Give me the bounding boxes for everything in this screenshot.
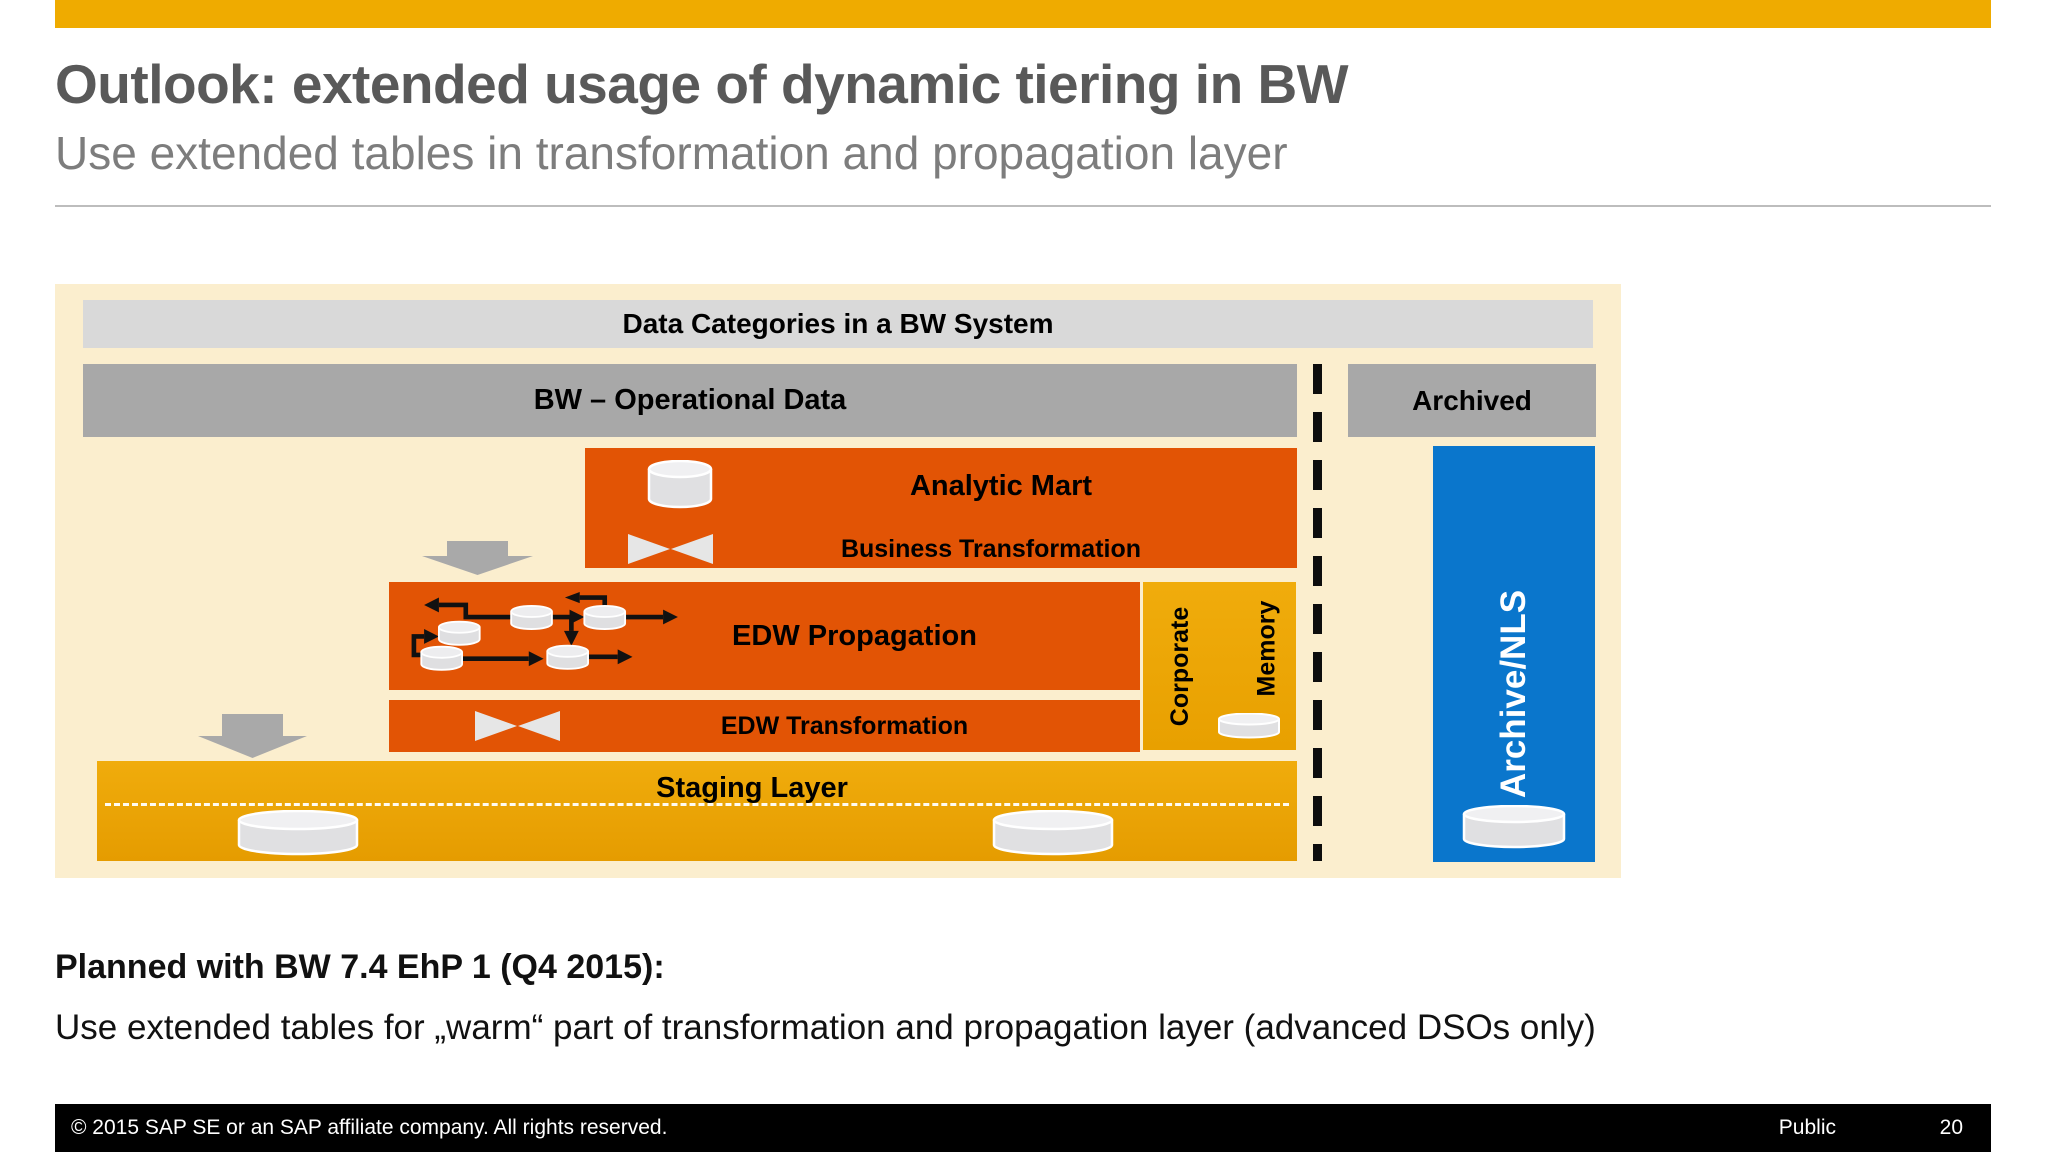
archived-label: Archived	[1412, 384, 1532, 416]
transformation-bowtie-icon	[475, 711, 560, 741]
footer-bar: © 2015 SAP SE or an SAP affiliate compan…	[55, 1104, 1991, 1152]
archived-bar: Archived	[1348, 364, 1596, 437]
slide-subtitle: Use extended tables in transformation an…	[55, 127, 1288, 179]
corporate-label: Corporate	[1166, 606, 1195, 726]
corporate-label-wrap: Corporate	[1157, 582, 1205, 750]
business-transformation-label: Business Transformation	[840, 534, 1142, 563]
database-cylinder-icon	[1218, 713, 1280, 739]
database-cylinder-icon	[237, 810, 359, 856]
staging-layer-bar: Staging Layer	[97, 761, 1297, 861]
down-arrow-icon	[422, 541, 533, 575]
footer-classification: Public	[1778, 1116, 1836, 1139]
footer-page-number: 20	[1939, 1116, 1963, 1139]
archive-nls-label-wrap: Archive/NLS	[1433, 446, 1595, 862]
online-archive-divider-dashed-line	[1313, 364, 1322, 861]
database-cylinder-icon	[992, 810, 1114, 856]
edw-propagation-box: EDW Propagation	[389, 582, 1140, 690]
corporate-memory-box: Corporate Memory	[1143, 582, 1296, 750]
operational-data-label: BW – Operational Data	[533, 384, 847, 416]
analytic-mart-box: Analytic Mart Business Transformation	[585, 448, 1297, 568]
archive-nls-label: Archive/NLS	[1494, 589, 1533, 799]
edw-transformation-box: EDW Transformation	[389, 700, 1140, 752]
operational-data-bar: BW – Operational Data	[83, 364, 1297, 437]
brand-accent-bar	[55, 0, 1991, 28]
notes-heading: Planned with BW 7.4 EhP 1 (Q4 2015):	[55, 948, 665, 986]
title-divider	[55, 205, 1991, 207]
memory-label: Memory	[1252, 600, 1281, 696]
staging-divider-dashed-line	[105, 803, 1289, 806]
staging-layer-label: Staging Layer	[656, 771, 848, 804]
edw-propagation-label: EDW Propagation	[732, 619, 977, 652]
propagation-flow-icon	[411, 592, 678, 671]
slide-title: Outlook: extended usage of dynamic tieri…	[55, 53, 1349, 115]
database-cylinder-icon	[647, 460, 713, 509]
analytic-mart-label: Analytic Mart	[909, 469, 1093, 502]
diagram-panel: Data Categories in a BW System BW – Oper…	[55, 284, 1621, 878]
down-arrow-icon	[198, 714, 307, 758]
database-cylinder-icon	[1462, 805, 1566, 849]
transformation-bowtie-icon	[628, 534, 713, 564]
data-categories-bar: Data Categories in a BW System	[83, 300, 1593, 348]
memory-label-wrap: Memory	[1243, 582, 1291, 714]
notes-body: Use extended tables for „warm“ part of t…	[55, 1008, 1596, 1047]
footer-copyright: © 2015 SAP SE or an SAP affiliate compan…	[71, 1116, 668, 1139]
data-categories-label: Data Categories in a BW System	[622, 308, 1054, 339]
archive-nls-box: Archive/NLS	[1433, 446, 1595, 862]
edw-transformation-label: EDW Transformation	[720, 711, 969, 740]
